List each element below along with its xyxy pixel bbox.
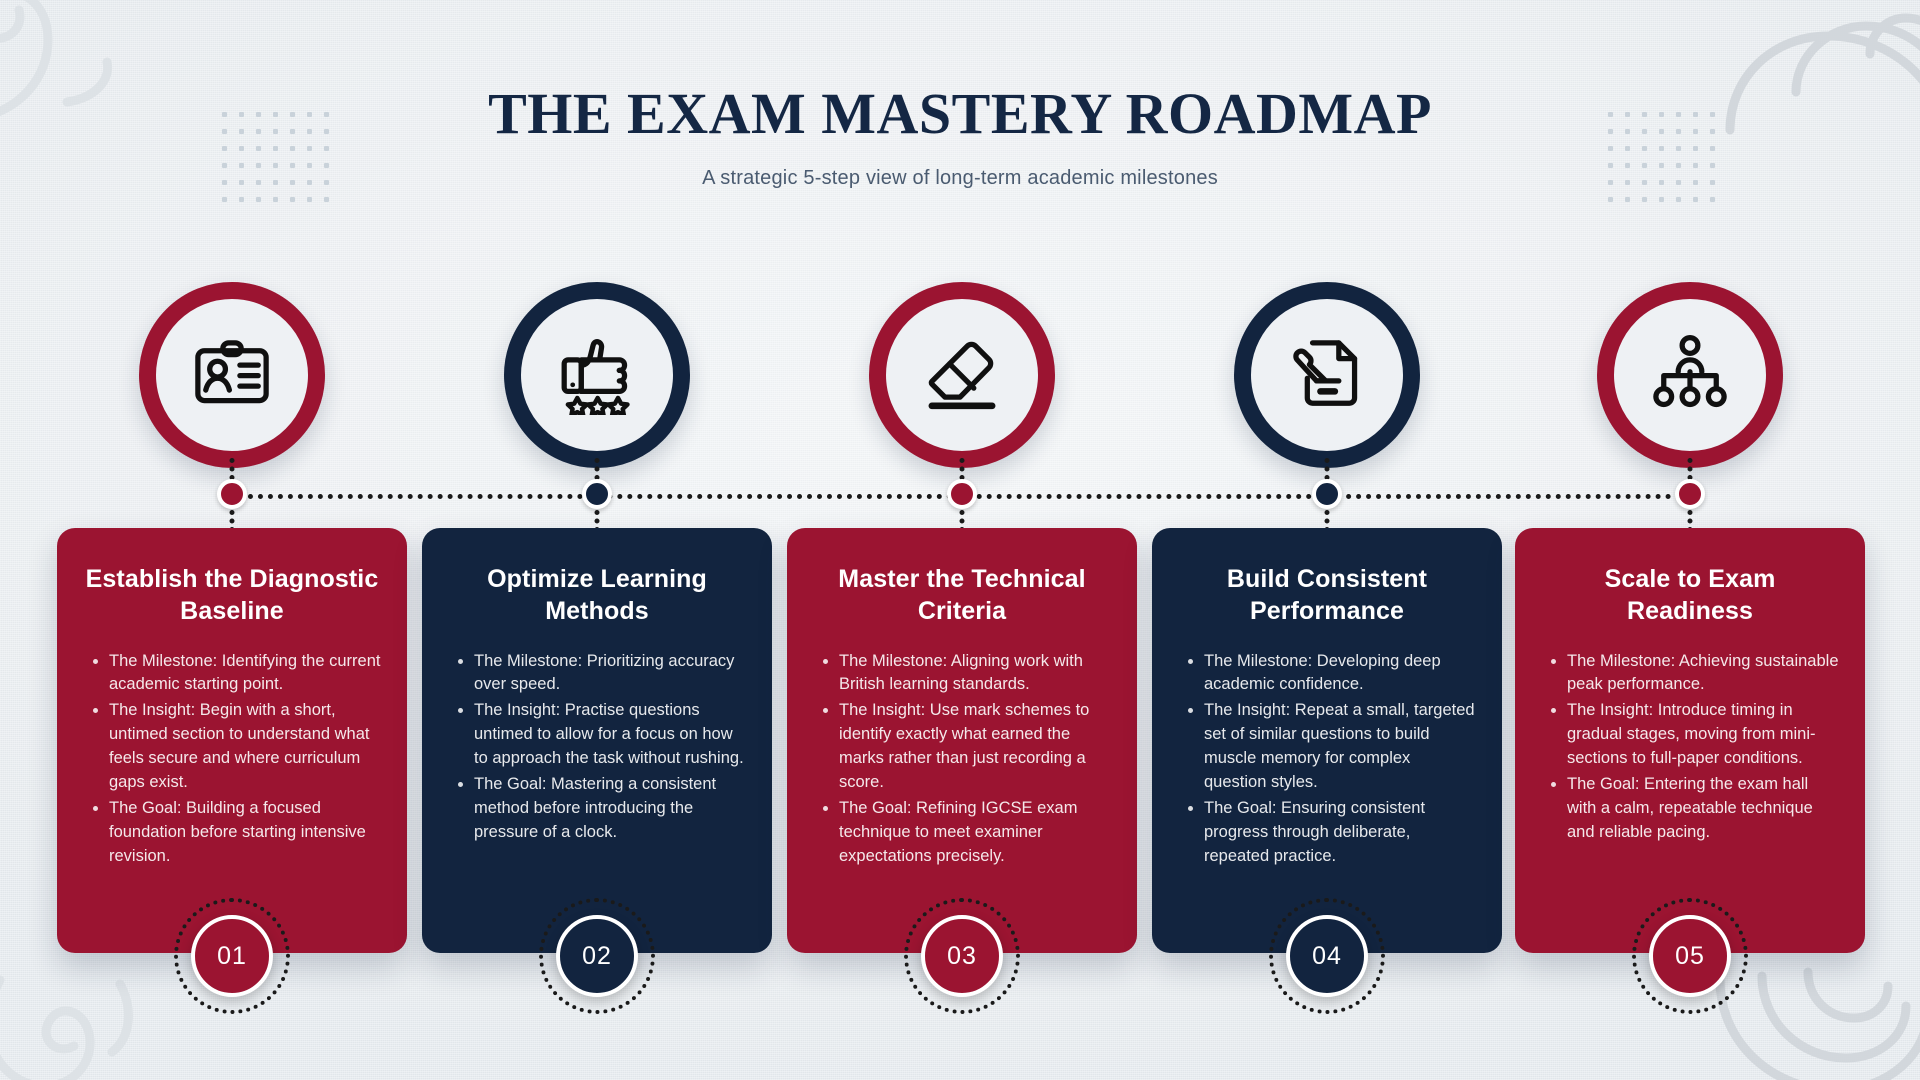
step-icon-circle-4[interactable] xyxy=(1234,282,1420,468)
step-number-badge-4[interactable]: 04 xyxy=(1286,915,1368,997)
step-badge-ring-5 xyxy=(1632,898,1748,1014)
step-stem-down-3 xyxy=(959,510,965,532)
step-bullet: The Milestone: Developing deep academic … xyxy=(1184,650,1476,698)
step-number-badge-2[interactable]: 02 xyxy=(556,915,638,997)
step-number-badge-1[interactable]: 01 xyxy=(191,915,273,997)
page-title: THE EXAM MASTERY ROADMAP xyxy=(488,81,1432,146)
step-bullet: The Insight: Introduce timing in gradual… xyxy=(1547,699,1839,771)
step-stem-up-3 xyxy=(959,458,965,480)
step-number-badge-5[interactable]: 05 xyxy=(1649,915,1731,997)
step-bullet: The Insight: Repeat a small, targeted se… xyxy=(1184,699,1476,795)
step-card-4[interactable]: Build Consistent Performance The Milesto… xyxy=(1152,528,1502,953)
step-bullet: The Goal: Entering the exam hall with a … xyxy=(1547,773,1839,845)
step-bullet: The Goal: Mastering a consistent method … xyxy=(454,773,746,845)
step-title-4: Build Consistent Performance xyxy=(1226,565,1428,625)
step-bullets-5: The Milestone: Achieving sustainable pea… xyxy=(1541,650,1839,845)
dot-grid-decoration-right xyxy=(1608,112,1715,202)
dot-grid-decoration-left xyxy=(222,112,329,202)
step-badge-wrap-1: 01 xyxy=(174,898,290,1014)
step-badge-ring-3 xyxy=(904,898,1020,1014)
eraser-icon xyxy=(920,331,1004,420)
step-bullet: The Milestone: Aligning work with Britis… xyxy=(819,650,1111,698)
step-badge-wrap-3: 03 xyxy=(904,898,1020,1014)
step-node-5[interactable] xyxy=(1675,479,1705,509)
step-stem-up-1 xyxy=(229,458,235,480)
document-pen-icon xyxy=(1285,331,1369,420)
step-badge-wrap-5: 05 xyxy=(1632,898,1748,1014)
step-stem-down-2 xyxy=(594,510,600,532)
id-badge-icon xyxy=(190,331,274,420)
step-icon-circle-2[interactable] xyxy=(504,282,690,468)
step-bullet: The Insight: Use mark schemes to identif… xyxy=(819,699,1111,795)
step-node-2[interactable] xyxy=(582,479,612,509)
step-bullet: The Milestone: Prioritizing accuracy ove… xyxy=(454,650,746,698)
step-bullet: The Goal: Refining IGCSE exam technique … xyxy=(819,797,1111,869)
step-bullet: The Milestone: Identifying the current a… xyxy=(89,650,381,698)
hierarchy-icon xyxy=(1648,331,1732,420)
step-card-2[interactable]: Optimize Learning Methods The Milestone:… xyxy=(422,528,772,953)
step-title-1: Establish the Diagnostic Baseline xyxy=(85,565,379,625)
step-title-3: Master the Technical Criteria xyxy=(838,565,1086,625)
step-badge-wrap-2: 02 xyxy=(539,898,655,1014)
step-node-4[interactable] xyxy=(1312,479,1342,509)
page-subtitle: A strategic 5-step view of long-term aca… xyxy=(702,166,1218,189)
step-bullet: The Goal: Ensuring consistent progress t… xyxy=(1184,797,1476,869)
step-badge-wrap-4: 04 xyxy=(1269,898,1385,1014)
step-bullets-4: The Milestone: Developing deep academic … xyxy=(1178,650,1476,869)
step-bullets-2: The Milestone: Prioritizing accuracy ove… xyxy=(448,650,746,845)
page-header: THE EXAM MASTERY ROADMAP A strategic 5-s… xyxy=(0,0,1920,190)
step-stem-down-4 xyxy=(1324,510,1330,532)
step-card-3[interactable]: Master the Technical Criteria The Milest… xyxy=(787,528,1137,953)
step-icon-circle-1[interactable] xyxy=(139,282,325,468)
step-bullet: The Insight: Practise questions untimed … xyxy=(454,699,746,771)
step-stem-up-2 xyxy=(594,458,600,480)
step-bullet: The Goal: Building a focused foundation … xyxy=(89,797,381,869)
step-bullet: The Milestone: Achieving sustainable pea… xyxy=(1547,650,1839,698)
step-stem-up-5 xyxy=(1687,458,1693,480)
step-stem-down-5 xyxy=(1687,510,1693,532)
step-badge-ring-1 xyxy=(174,898,290,1014)
step-bullets-3: The Milestone: Aligning work with Britis… xyxy=(813,650,1111,869)
step-badge-ring-4 xyxy=(1269,898,1385,1014)
step-stem-down-1 xyxy=(229,510,235,532)
step-node-3[interactable] xyxy=(947,479,977,509)
step-badge-ring-2 xyxy=(539,898,655,1014)
thumbs-up-stars-icon xyxy=(555,331,639,420)
step-card-5[interactable]: Scale to Exam Readiness The Milestone: A… xyxy=(1515,528,1865,953)
step-title-5: Scale to Exam Readiness xyxy=(1604,565,1776,625)
step-bullets-1: The Milestone: Identifying the current a… xyxy=(83,650,381,869)
step-icon-circle-5[interactable] xyxy=(1597,282,1783,468)
step-stem-up-4 xyxy=(1324,458,1330,480)
step-card-1[interactable]: Establish the Diagnostic Baseline The Mi… xyxy=(57,528,407,953)
step-title-2: Optimize Learning Methods xyxy=(487,565,707,625)
step-number-badge-3[interactable]: 03 xyxy=(921,915,1003,997)
step-node-1[interactable] xyxy=(217,479,247,509)
step-icon-circle-3[interactable] xyxy=(869,282,1055,468)
step-bullet: The Insight: Begin with a short, untimed… xyxy=(89,699,381,795)
